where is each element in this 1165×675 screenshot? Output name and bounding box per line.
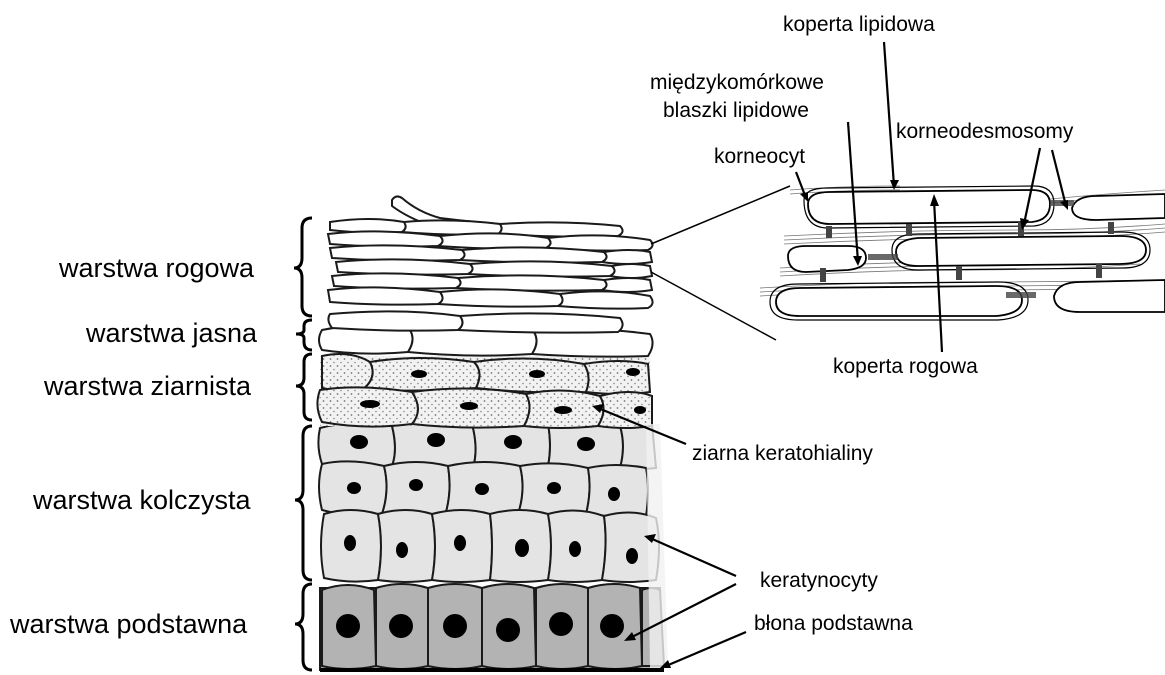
nucleus <box>577 437 595 451</box>
nucleus <box>549 612 573 636</box>
label-koperta-lipidowa: koperta lipidowa <box>783 13 935 36</box>
basal-layer <box>320 584 664 670</box>
corneocyte <box>788 246 866 272</box>
label-keratynocyty: keratynocyty <box>760 569 878 592</box>
brace-ziarnista <box>296 354 312 420</box>
nucleus <box>475 483 489 495</box>
granular-layer <box>317 354 652 428</box>
brace-rogowa <box>294 218 312 316</box>
label-blaszki-line1: międzykomórkowe <box>650 71 824 94</box>
tissue-block <box>317 196 668 670</box>
nucleus <box>350 435 368 449</box>
brace-podstawna <box>295 584 312 670</box>
nucleus <box>409 479 423 491</box>
label-koperta-rogowa: koperta rogowa <box>833 355 978 378</box>
basal-cell <box>536 584 588 669</box>
nucleus <box>460 402 478 410</box>
clear-layer <box>319 311 653 356</box>
nucleus <box>634 406 646 414</box>
label-jasna: warstwa jasna <box>85 318 258 348</box>
corneocyte <box>808 190 1050 224</box>
nucleus <box>344 535 356 551</box>
basal-cell <box>376 584 428 669</box>
nucleus <box>600 614 624 638</box>
nucleus <box>389 614 413 638</box>
corneum-detail <box>651 186 1165 340</box>
label-blaszki-line2: blaszki lipidowe <box>663 99 809 122</box>
spinous-layer <box>318 421 659 582</box>
nucleus <box>427 433 445 447</box>
basal-cell <box>482 584 536 669</box>
nucleus <box>529 370 545 378</box>
label-rogowa: warstwa rogowa <box>58 253 255 283</box>
layer-braces <box>294 218 312 670</box>
label-ziarnista: warstwa ziarnista <box>43 371 252 401</box>
label-podstawna: warstwa podstawna <box>9 609 248 639</box>
brace-jasna <box>296 320 312 350</box>
corneocyte <box>776 286 1022 316</box>
brace-kolczysta <box>295 426 312 580</box>
nucleus <box>336 614 360 638</box>
nucleus <box>626 548 638 564</box>
nucleus <box>608 487 620 501</box>
nucleus <box>411 370 427 378</box>
nucleus <box>443 614 467 638</box>
label-korneodesmosomy: korneodesmosomy <box>896 120 1074 143</box>
nucleus <box>569 541 581 557</box>
nucleus <box>504 435 522 449</box>
nucleus <box>515 539 529 557</box>
nucleus <box>347 482 361 494</box>
nucleus <box>547 482 561 494</box>
horny-layer <box>328 196 653 308</box>
nucleus <box>496 618 520 642</box>
basal-cell <box>588 584 642 669</box>
nucleus <box>360 400 380 408</box>
nucleus <box>396 542 408 558</box>
basal-cell <box>322 585 376 669</box>
label-ziarna: ziarna keratohialiny <box>692 442 873 465</box>
label-blona: błona podstawna <box>754 612 913 635</box>
nucleus <box>554 406 572 414</box>
corneocyte <box>1054 280 1165 312</box>
label-kolczysta: warstwa kolczysta <box>32 485 252 515</box>
basal-cell <box>428 584 482 669</box>
nucleus <box>454 535 466 551</box>
corneocyte <box>1072 194 1165 220</box>
corneocyte <box>896 236 1146 266</box>
nucleus <box>626 368 640 376</box>
label-korneocyt: korneocyt <box>714 145 805 168</box>
